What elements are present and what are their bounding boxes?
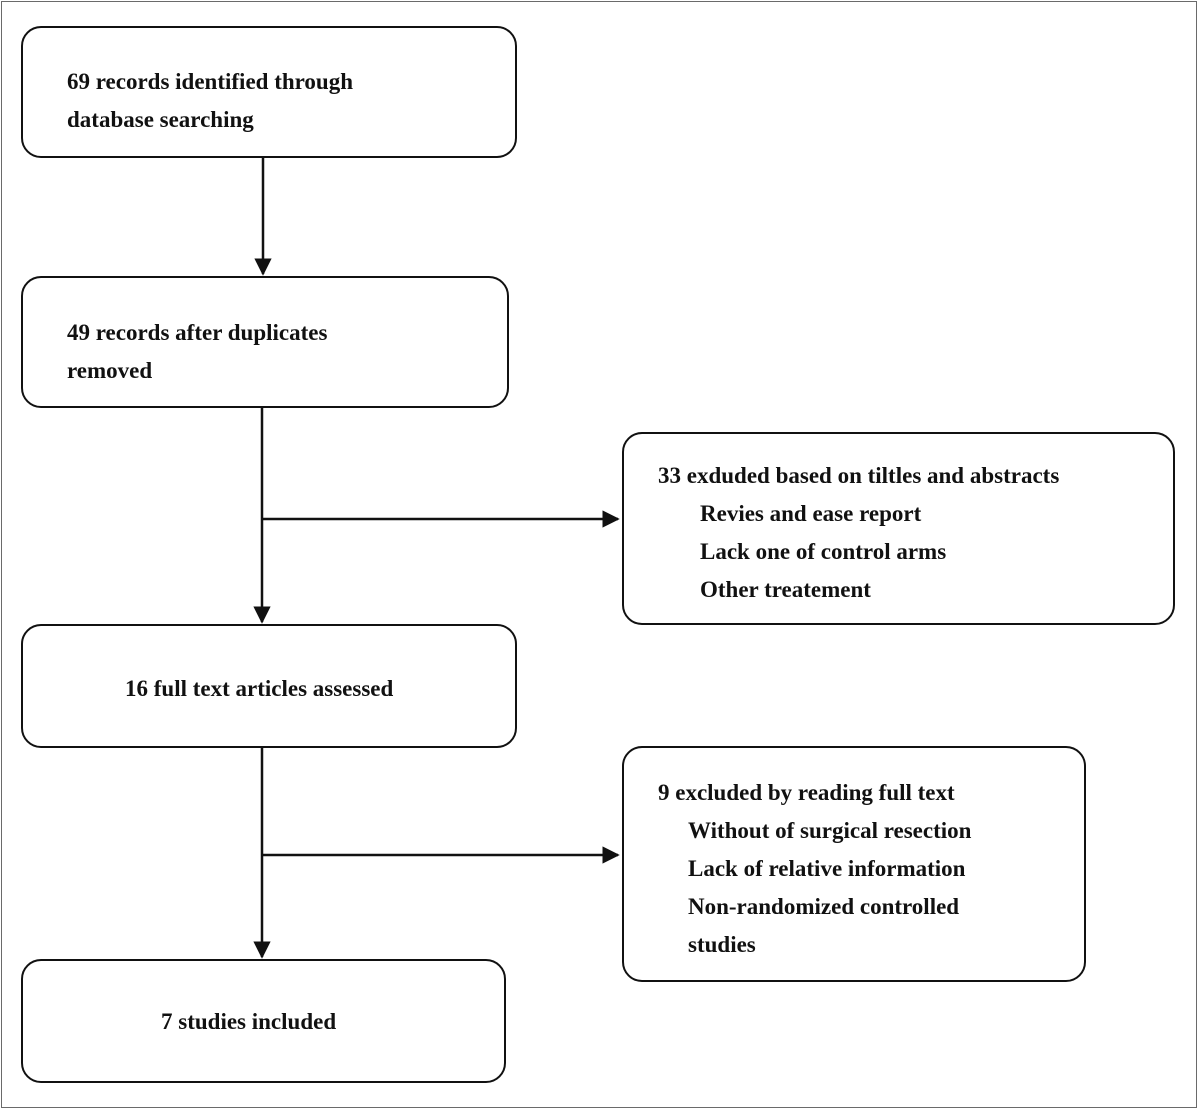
- fulltext-exclusion-reason: studies: [688, 932, 756, 957]
- screen-exclusion-reason: Lack one of control arms: [700, 539, 947, 564]
- studies-included-box: 7 studies included: [21, 959, 506, 1083]
- screen-exclusion-reason: Revies and ease report: [700, 501, 922, 526]
- fulltext-exclusion-reason: Lack of relative information: [688, 856, 966, 881]
- records-deduplicated-box: 49 records after duplicates removed: [21, 276, 509, 408]
- fulltext-exclusion-title: 9 excluded by reading full text: [658, 780, 955, 805]
- articles-assessed-label: 16 full text articles assessed: [125, 676, 394, 701]
- fulltext-exclusion-reason: Non-randomized controlled: [688, 894, 960, 919]
- screen-exclusion-box: 33 exduded based on tiltles and abstract…: [622, 432, 1175, 625]
- screen-exclusion-title: 33 exduded based on tiltles and abstract…: [658, 463, 1060, 488]
- screen-exclusion-reason: Other treatement: [700, 577, 871, 602]
- fulltext-exclusion-box: 9 excluded by reading full text Without …: [622, 746, 1086, 982]
- records-deduplicated-line-2: removed: [67, 358, 153, 383]
- fulltext-exclusion-reason: Without of surgical resection: [688, 818, 972, 843]
- records-identified-line-2: database searching: [67, 107, 254, 132]
- records-deduplicated-line-1: 49 records after duplicates: [67, 320, 328, 345]
- records-identified-box: 69 records identified through database s…: [21, 26, 517, 158]
- records-identified-line-1: 69 records identified through: [67, 69, 354, 94]
- studies-included-label: 7 studies included: [161, 1009, 337, 1034]
- articles-assessed-box: 16 full text articles assessed: [21, 624, 517, 748]
